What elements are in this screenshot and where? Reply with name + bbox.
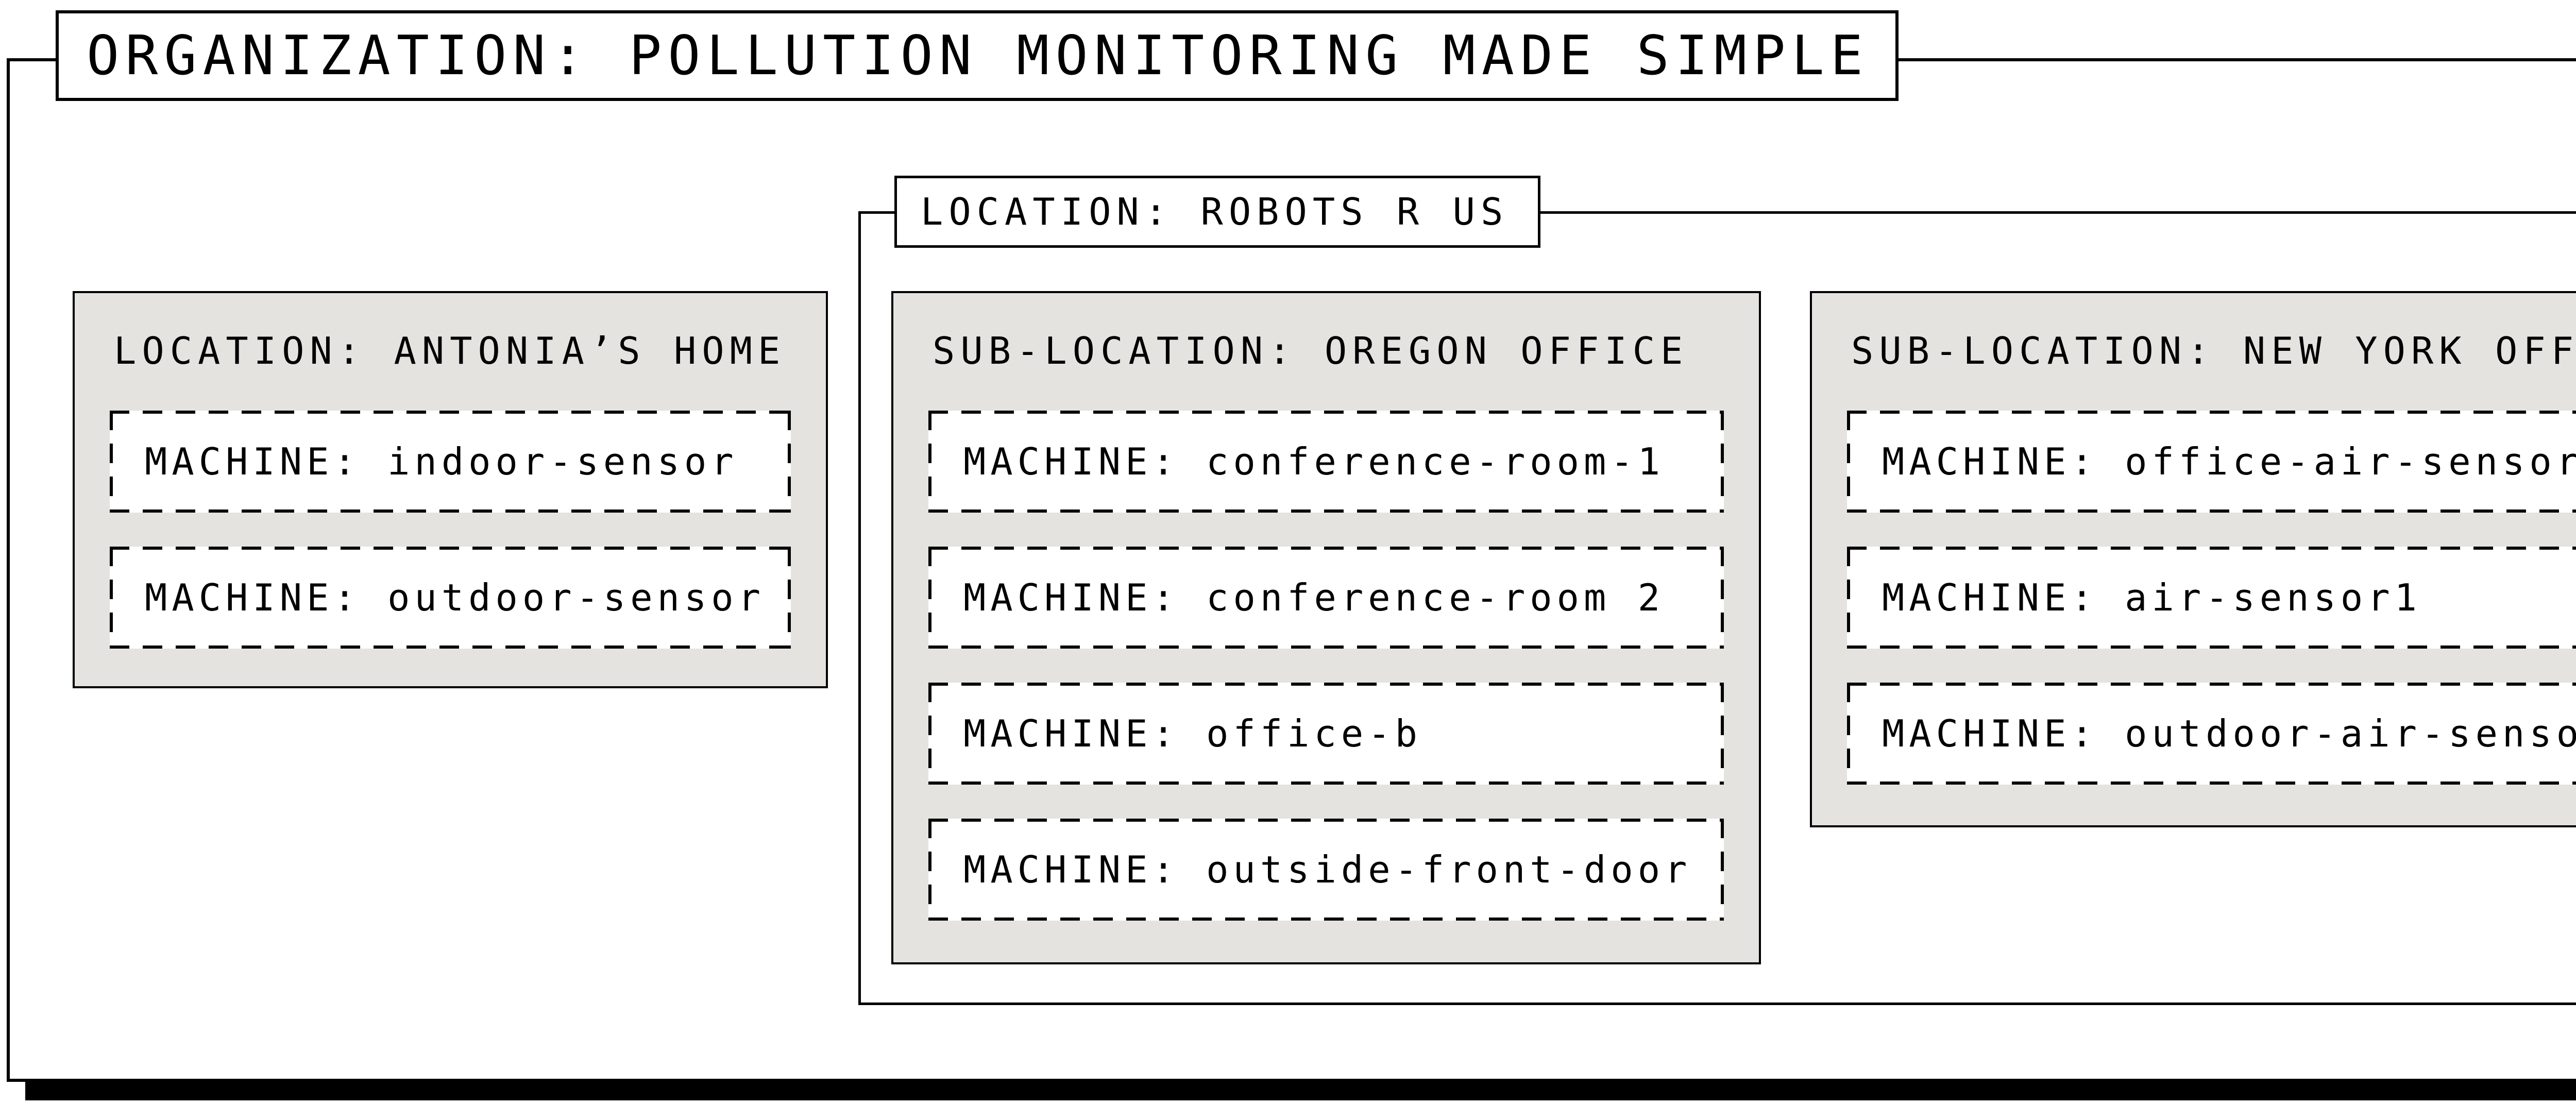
sublocation-box-oregon-office: SUB-LOCATION: OREGON OFFICE MACHINE: con…: [891, 291, 1761, 964]
machine-label: MACHINE: outdoor-air-sensor: [1882, 712, 2576, 755]
machine-box-office-air-sensor: MACHINE: office-air-sensor: [1847, 411, 2576, 513]
machine-box-outdoor-sensor: MACHINE: outdoor-sensor: [110, 547, 791, 649]
location-title-robots-r-us: LOCATION: ROBOTS R US: [921, 190, 1509, 233]
organization-title-box: ORGANIZATION: POLLUTION MONITORING MADE …: [56, 10, 1899, 101]
sublocation-box-new-york-office: SUB-LOCATION: NEW YORK OFFICE MACHINE: o…: [1810, 291, 2576, 827]
sublocation-title-new-york-office: SUB-LOCATION: NEW YORK OFFICE: [1851, 329, 2576, 372]
machine-label: MACHINE: office-b: [963, 712, 1422, 755]
machine-label: MACHINE: outside-front-door: [963, 848, 1692, 891]
sublocation-title-oregon-office: SUB-LOCATION: OREGON OFFICE: [933, 329, 1689, 372]
location-label-box-robots-r-us: LOCATION: ROBOTS R US: [894, 176, 1540, 248]
machine-box-air-sensor1: MACHINE: air-sensor1: [1847, 547, 2576, 649]
machine-label: MACHINE: conference-room-1: [963, 440, 1665, 483]
machine-box-outside-front-door: MACHINE: outside-front-door: [928, 819, 1724, 921]
machine-label: MACHINE: air-sensor1: [1882, 576, 2421, 619]
machine-box-office-b: MACHINE: office-b: [928, 683, 1724, 785]
machine-box-conference-room-2: MACHINE: conference-room 2: [928, 547, 1724, 649]
organization-title: ORGANIZATION: POLLUTION MONITORING MADE …: [87, 24, 1869, 87]
machine-label: MACHINE: indoor-sensor: [145, 440, 738, 483]
machine-box-indoor-sensor: MACHINE: indoor-sensor: [110, 411, 791, 513]
machine-box-outdoor-air-sensor: MACHINE: outdoor-air-sensor: [1847, 683, 2576, 785]
location-box-antonias-home: LOCATION: ANTONIA’S HOME MACHINE: indoor…: [73, 291, 828, 688]
machine-label: MACHINE: conference-room 2: [963, 576, 1665, 619]
location-title-antonias-home: LOCATION: ANTONIA’S HOME: [114, 329, 786, 372]
machine-label: MACHINE: office-air-sensor: [1882, 440, 2576, 483]
machine-label: MACHINE: outdoor-sensor: [145, 576, 765, 619]
machine-box-conference-room-1: MACHINE: conference-room-1: [928, 411, 1724, 513]
